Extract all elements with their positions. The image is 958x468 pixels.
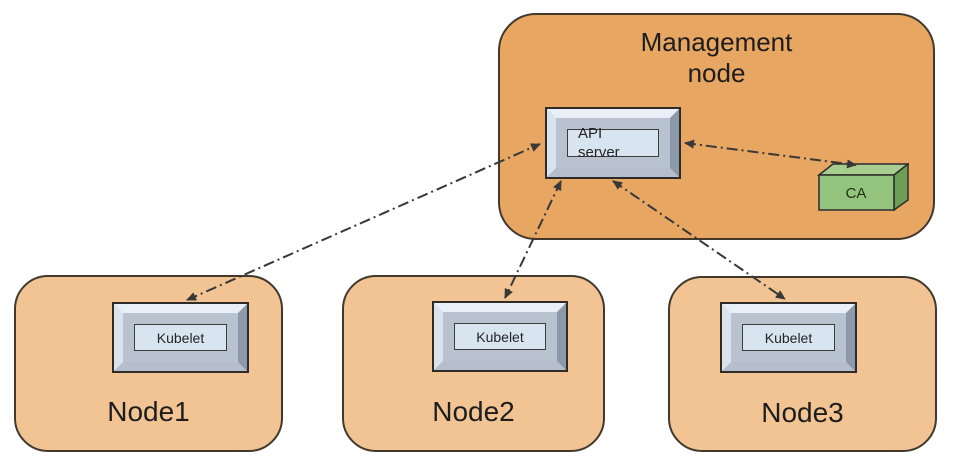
kubelet-node1-box: Kubelet <box>112 302 249 373</box>
api-server-label-line2: server <box>578 144 620 161</box>
api-server-label-line1: API <box>578 125 603 142</box>
kubelet-node1-bevel: Kubelet <box>114 304 247 371</box>
kubelet-node2-box: Kubelet <box>432 301 568 372</box>
ca-top-face <box>817 163 909 176</box>
kubelet-node3-label: Kubelet <box>742 324 835 351</box>
node1-label: Node1 <box>107 396 190 427</box>
management-node-title: Management node <box>498 27 935 89</box>
ca-box: CA <box>817 162 909 212</box>
api-server-face: API server <box>567 125 659 161</box>
node2-label: Node2 <box>432 396 515 427</box>
kubelet-node1-label: Kubelet <box>134 324 227 351</box>
kubelet-node3-box: Kubelet <box>720 302 857 373</box>
kubelet-node2-bevel: Kubelet <box>434 303 566 370</box>
api-server-box: API server <box>545 107 681 179</box>
management-node-title-line1: Management <box>640 27 793 57</box>
api-server-bevel: API server <box>547 109 679 177</box>
ca-label: CA <box>846 185 867 202</box>
ca-front-face <box>818 174 895 211</box>
management-node-title-line2: node <box>687 58 746 88</box>
kubelet-node2-label: Kubelet <box>454 323 546 350</box>
node3-label: Node3 <box>761 397 844 428</box>
kubelet-node3-bevel: Kubelet <box>722 304 855 371</box>
